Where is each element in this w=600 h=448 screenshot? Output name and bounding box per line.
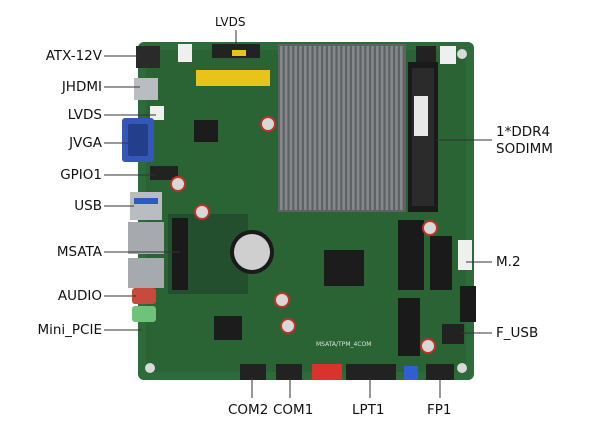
usb-port-slot [134,198,158,204]
heatsink-fin [366,46,369,210]
heatsink-fin [332,46,336,210]
label-usb: USB [74,198,102,214]
heatsink-fin [304,46,307,210]
mount-hole-tr [457,49,467,59]
heatsink-fin [352,46,355,210]
label-atx-12v: ATX-12V [45,48,102,64]
heatsink-fin [380,46,384,210]
heatsink-fin [390,46,393,210]
heatsink-fin [337,46,341,210]
sata-connector [460,286,476,322]
label-mini-pcie: Mini_PCIE [37,322,102,338]
label-com2: COM2 [228,402,269,418]
lvds-top-header-pins [232,50,246,56]
heatsink-fin [356,46,360,210]
chip-left [194,120,218,142]
label-m2: M.2 [496,254,521,270]
silkscreen-text: MSATA/TPM_4COM [316,341,371,348]
capacitor [420,338,436,354]
leader-lines [104,30,492,398]
capacitor [280,318,296,334]
heatsink-fin [347,46,350,210]
audio-jack-green [132,306,156,322]
ethernet-port-1 [128,222,164,254]
heatsink-fin [376,46,379,210]
white-connector-top [178,44,192,62]
fp1-header [426,364,454,380]
lvds-left-connector [150,106,164,120]
audio-jack-red [132,288,156,304]
usb-port [130,192,162,220]
label-lpt1: LPT1 [352,402,385,418]
minipcie-slot-edge [172,218,188,290]
blue-header [404,366,418,380]
hdmi-port [134,78,158,100]
label-jhdmi: JHDMI [61,79,102,95]
capacitor [422,220,438,236]
mount-hole-br [457,363,467,373]
m2-slot-1 [398,220,424,290]
label-fp1: FP1 [427,402,452,418]
cmos-battery-top [234,234,270,270]
label-sodimm: SODIMM [496,141,553,157]
heatsink-fin [323,46,326,210]
heatsink-fin [284,46,288,210]
ddr4-sodimm-slot [408,62,438,212]
capacitor [274,292,290,308]
heatsink-fin [328,46,331,210]
yellow-header-row [196,70,270,86]
heatsink-fin [318,46,321,210]
capacitor [194,204,210,220]
capacitor [260,116,276,132]
heatsink-fin [294,46,297,210]
m2-slot-2 [430,236,452,290]
heatsink-fin [308,46,312,210]
heatsink-fin [400,46,403,210]
chip-mid [214,316,242,340]
heatsink-fin [289,46,293,210]
heatsink-fin [395,46,398,210]
label-audio: AUDIO [57,288,102,304]
label-ddr4: 1*DDR4 [496,124,551,140]
mount-hole-bl [145,363,155,373]
m2-white-connector [458,240,472,270]
label-com1: COM1 [273,402,314,418]
lpt1-header [346,364,396,380]
heatsink-fin [313,46,317,210]
label-gpio1: GPIO1 [60,167,102,183]
heatsink-fin [299,46,302,210]
com1-header [276,364,302,380]
heatsink-fin [280,46,283,210]
m2-slot-3 [398,298,420,356]
heatsink-fin [361,46,365,210]
chip-center [324,250,364,286]
ethernet-port-2 [128,258,164,288]
com2-header [240,364,266,380]
red-header [312,364,342,380]
label-f-usb: F_USB [496,325,539,341]
label-msata: MSATA [56,244,102,260]
vga-port-inner [128,124,148,156]
fusb-header [442,324,464,344]
label-lvds-top: LVDS [215,15,246,29]
heatsink-fin [385,46,389,210]
heatsink-fin [342,46,345,210]
black-header-top-right [416,46,436,62]
cpu-heatsink [278,44,406,212]
label-lvds: LVDS [67,107,102,123]
white-connector-top-right [440,46,456,64]
heatsink-fin [371,46,374,210]
gpio-header [150,166,178,180]
label-jvga: JVGA [69,135,102,151]
capacitor [170,176,186,192]
atx-12v-connector [136,46,160,68]
